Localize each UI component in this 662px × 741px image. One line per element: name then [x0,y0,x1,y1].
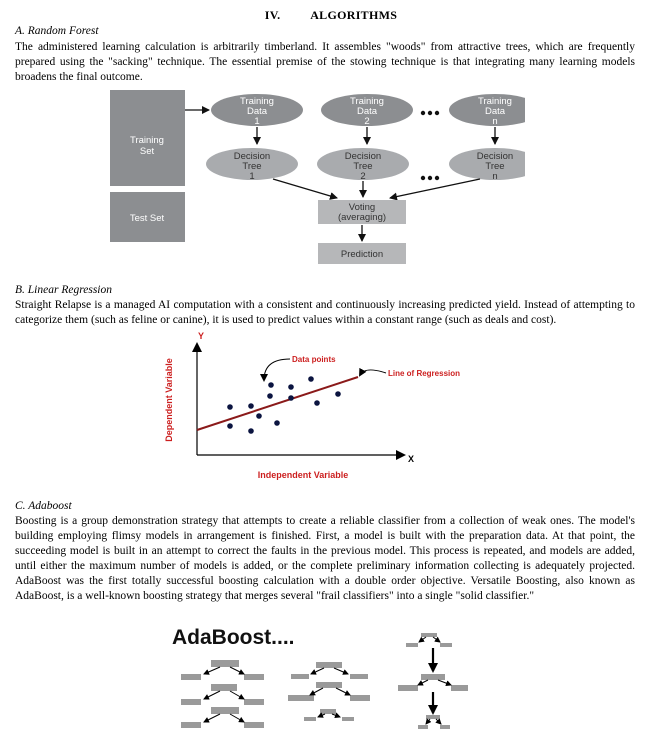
svg-text:Data: Data [357,106,378,117]
svg-text:Training: Training [478,96,512,107]
x-axis-letter: X [408,454,414,464]
rf-heading: A. Random Forest [15,25,99,37]
training-set-box [110,90,185,186]
lr-heading: B. Linear Regression [15,284,112,296]
svg-text:Tree: Tree [242,161,261,172]
voting-box [318,200,406,224]
svg-text:Training: Training [350,96,384,107]
adaboost-title: AdaBoost.... [172,626,295,649]
y-axis-label: Y [198,331,204,341]
data-point [288,384,294,390]
test-set-box [110,192,185,242]
data-node-2 [321,94,413,126]
svg-text:1: 1 [249,171,254,182]
svg-text:n: n [492,116,497,127]
adaboost-tree-middle [288,662,370,721]
svg-text:Prediction: Prediction [341,249,383,260]
data-point [268,382,274,388]
data-point [335,391,341,397]
ada-heading: C. Adaboost [15,500,72,512]
line-of-regression-label: Line of Regression [388,369,460,378]
test-set-label: Test Set [130,213,165,224]
data-point [248,403,254,409]
data-point [314,400,320,406]
rf-paragraph: The administered learning calculation is… [15,41,635,83]
svg-text:Training: Training [240,96,274,107]
svg-text:2: 2 [360,171,365,182]
svg-text:(averaging): (averaging) [338,212,386,223]
data-point [288,395,294,401]
svg-text:1: 1 [254,116,259,127]
random-forest-diagram: Training Set Test Set Training Data 1 Tr… [110,90,525,264]
tree-node-n [449,148,525,180]
data-node-1 [211,94,303,126]
lr-paragraph: Straight Relapse is a managed AI computa… [15,299,635,326]
section-heading: IV. ALGORITHMS [0,8,662,23]
tree-node-2 [317,148,409,180]
ada-paragraph: Boosting is a group demonstration strate… [15,515,635,602]
independent-variable-label: Independent Variable [258,470,349,480]
svg-text:Voting: Voting [349,202,375,213]
data-point [227,404,233,410]
adaboost-figure: AdaBoost.... [172,626,468,729]
data-point [256,413,262,419]
svg-text:Data: Data [247,106,268,117]
svg-text:2: 2 [364,116,369,127]
dependent-variable-label: Dependent Variable [164,358,174,442]
data-point [248,428,254,434]
tree-node-1 [206,148,298,180]
adaboost-tree-left [181,660,264,728]
svg-text:n: n [492,171,497,182]
regression-line [196,376,359,431]
svg-text:Decision: Decision [477,151,513,162]
svg-text:Data: Data [485,106,506,117]
data-point [227,423,233,429]
data-point [308,376,314,382]
training-set-label-2: Set [140,146,155,157]
svg-text:Tree: Tree [353,161,372,172]
training-set-label-1: Training [130,135,164,146]
linear-regression-figure: Y X Dependent Variable Independent Varia… [164,331,460,480]
adaboost-tree-right [398,633,468,729]
data-point [274,420,280,426]
svg-text:Decision: Decision [345,151,381,162]
data-node-n [449,94,525,126]
section-title: ALGORITHMS [310,8,398,22]
section-numeral: IV. [264,8,281,22]
data-points [227,376,341,434]
prediction-box [318,243,406,264]
svg-text:Decision: Decision [234,151,270,162]
data-points-label: Data points [292,355,336,364]
svg-text:Tree: Tree [485,161,504,172]
data-point [267,393,273,399]
